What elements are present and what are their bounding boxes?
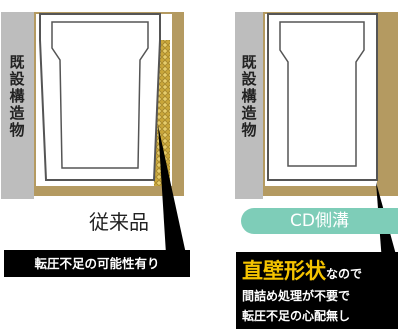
right-note-line1: 直壁形状なので: [242, 255, 362, 285]
right-note-suffix: なので: [326, 267, 363, 281]
right-note-highlight: 直壁形状: [242, 259, 326, 283]
right-note-line2: 間詰め処理が不要で: [242, 289, 351, 303]
right-ground-gap: [262, 0, 398, 12]
left-pointer: [158, 125, 186, 254]
left-caption: 従来品: [89, 210, 149, 234]
right-panel: [235, 0, 398, 262]
product-name-pill: CD側溝: [241, 208, 398, 234]
left-panel: [1, 0, 186, 254]
left-gutter-inner: [51, 21, 149, 169]
left-note: 転圧不足の可能性有り: [4, 250, 190, 277]
right-note-line3: 転圧不足の心配無し: [242, 309, 351, 323]
right-gutter-inner: [279, 21, 365, 167]
right-structure-label: 既設構造物: [241, 53, 257, 139]
left-ground-gap: [30, 0, 184, 12]
left-structure-label: 既設構造物: [9, 53, 25, 139]
left-existing-structure: [1, 12, 34, 199]
right-existing-structure: [235, 12, 263, 199]
right-note: 直壁形状なので 間詰め処理が不要で 転圧不足の心配無し: [236, 252, 398, 329]
